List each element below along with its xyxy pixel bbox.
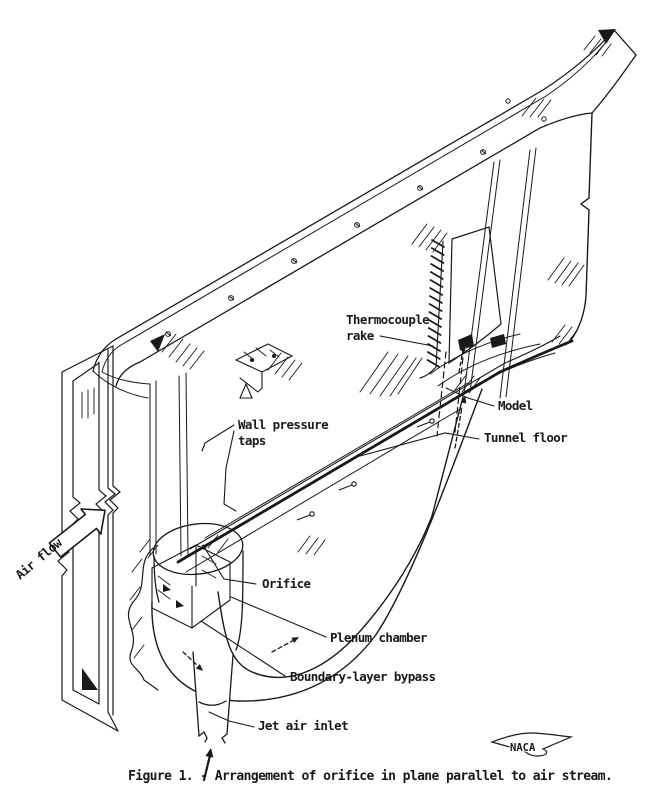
floor-fittings xyxy=(150,29,616,352)
label-tunnel-floor: Tunnel floor xyxy=(484,430,568,445)
rivets xyxy=(165,98,547,337)
leader-lines xyxy=(200,335,495,728)
leader-wall-pressure-taps-lower xyxy=(223,430,237,512)
leader-orifice xyxy=(205,549,257,585)
label-orifice: Orifice xyxy=(262,576,312,591)
label-plenum-chamber: Plenum chamber xyxy=(330,630,428,645)
tunnel-wall-panel xyxy=(92,29,637,691)
label-air-flow: Air flow xyxy=(12,535,65,583)
leader-plenum-chamber xyxy=(230,596,327,638)
naca-logo: NACA xyxy=(490,732,574,757)
leader-wall-pressure-taps-upper xyxy=(201,424,235,452)
rake-window-cutout xyxy=(448,226,502,365)
plenum-chamber xyxy=(152,522,244,651)
bypass-inlet-box xyxy=(151,544,231,629)
pressure-tap-pins xyxy=(296,418,435,521)
leader-thermocouple-rake xyxy=(379,335,434,347)
tunnel-floor-edge xyxy=(176,339,574,564)
flow-arrows xyxy=(182,344,467,671)
leader-model xyxy=(445,387,495,407)
figure-caption: Figure 1. - Arrangement of orifice in pl… xyxy=(128,769,612,784)
air-flow-arrow xyxy=(48,508,106,558)
rake-comb-teeth xyxy=(426,239,445,368)
naca-logo-text: NACA xyxy=(510,742,536,754)
label-boundary-layer-bypass: Boundary-layer bypass xyxy=(290,669,436,684)
label-model: Model xyxy=(498,398,533,413)
model-hidden-lines xyxy=(436,347,465,437)
label-jet-air-inlet: Jet air inlet xyxy=(258,718,348,733)
leader-boundary-layer-bypass xyxy=(200,620,286,677)
leader-tunnel-floor xyxy=(359,432,480,457)
label-thermocouple-line2: rake xyxy=(346,328,375,343)
hatch-shading xyxy=(129,35,612,659)
jet-inlet-arrow xyxy=(202,748,214,782)
thermocouple-rake xyxy=(419,226,502,379)
label-thermocouple-line1: Thermocouple xyxy=(346,312,430,327)
leader-jet-air-inlet xyxy=(208,711,255,728)
mounting-bracket xyxy=(234,343,294,399)
naca-wings-icon xyxy=(490,732,574,757)
label-wall-pressure-line2: taps xyxy=(238,433,266,448)
boundary-layer-bypass-tube xyxy=(151,388,483,702)
label-wall-pressure-line1: Wall pressure xyxy=(238,417,329,432)
